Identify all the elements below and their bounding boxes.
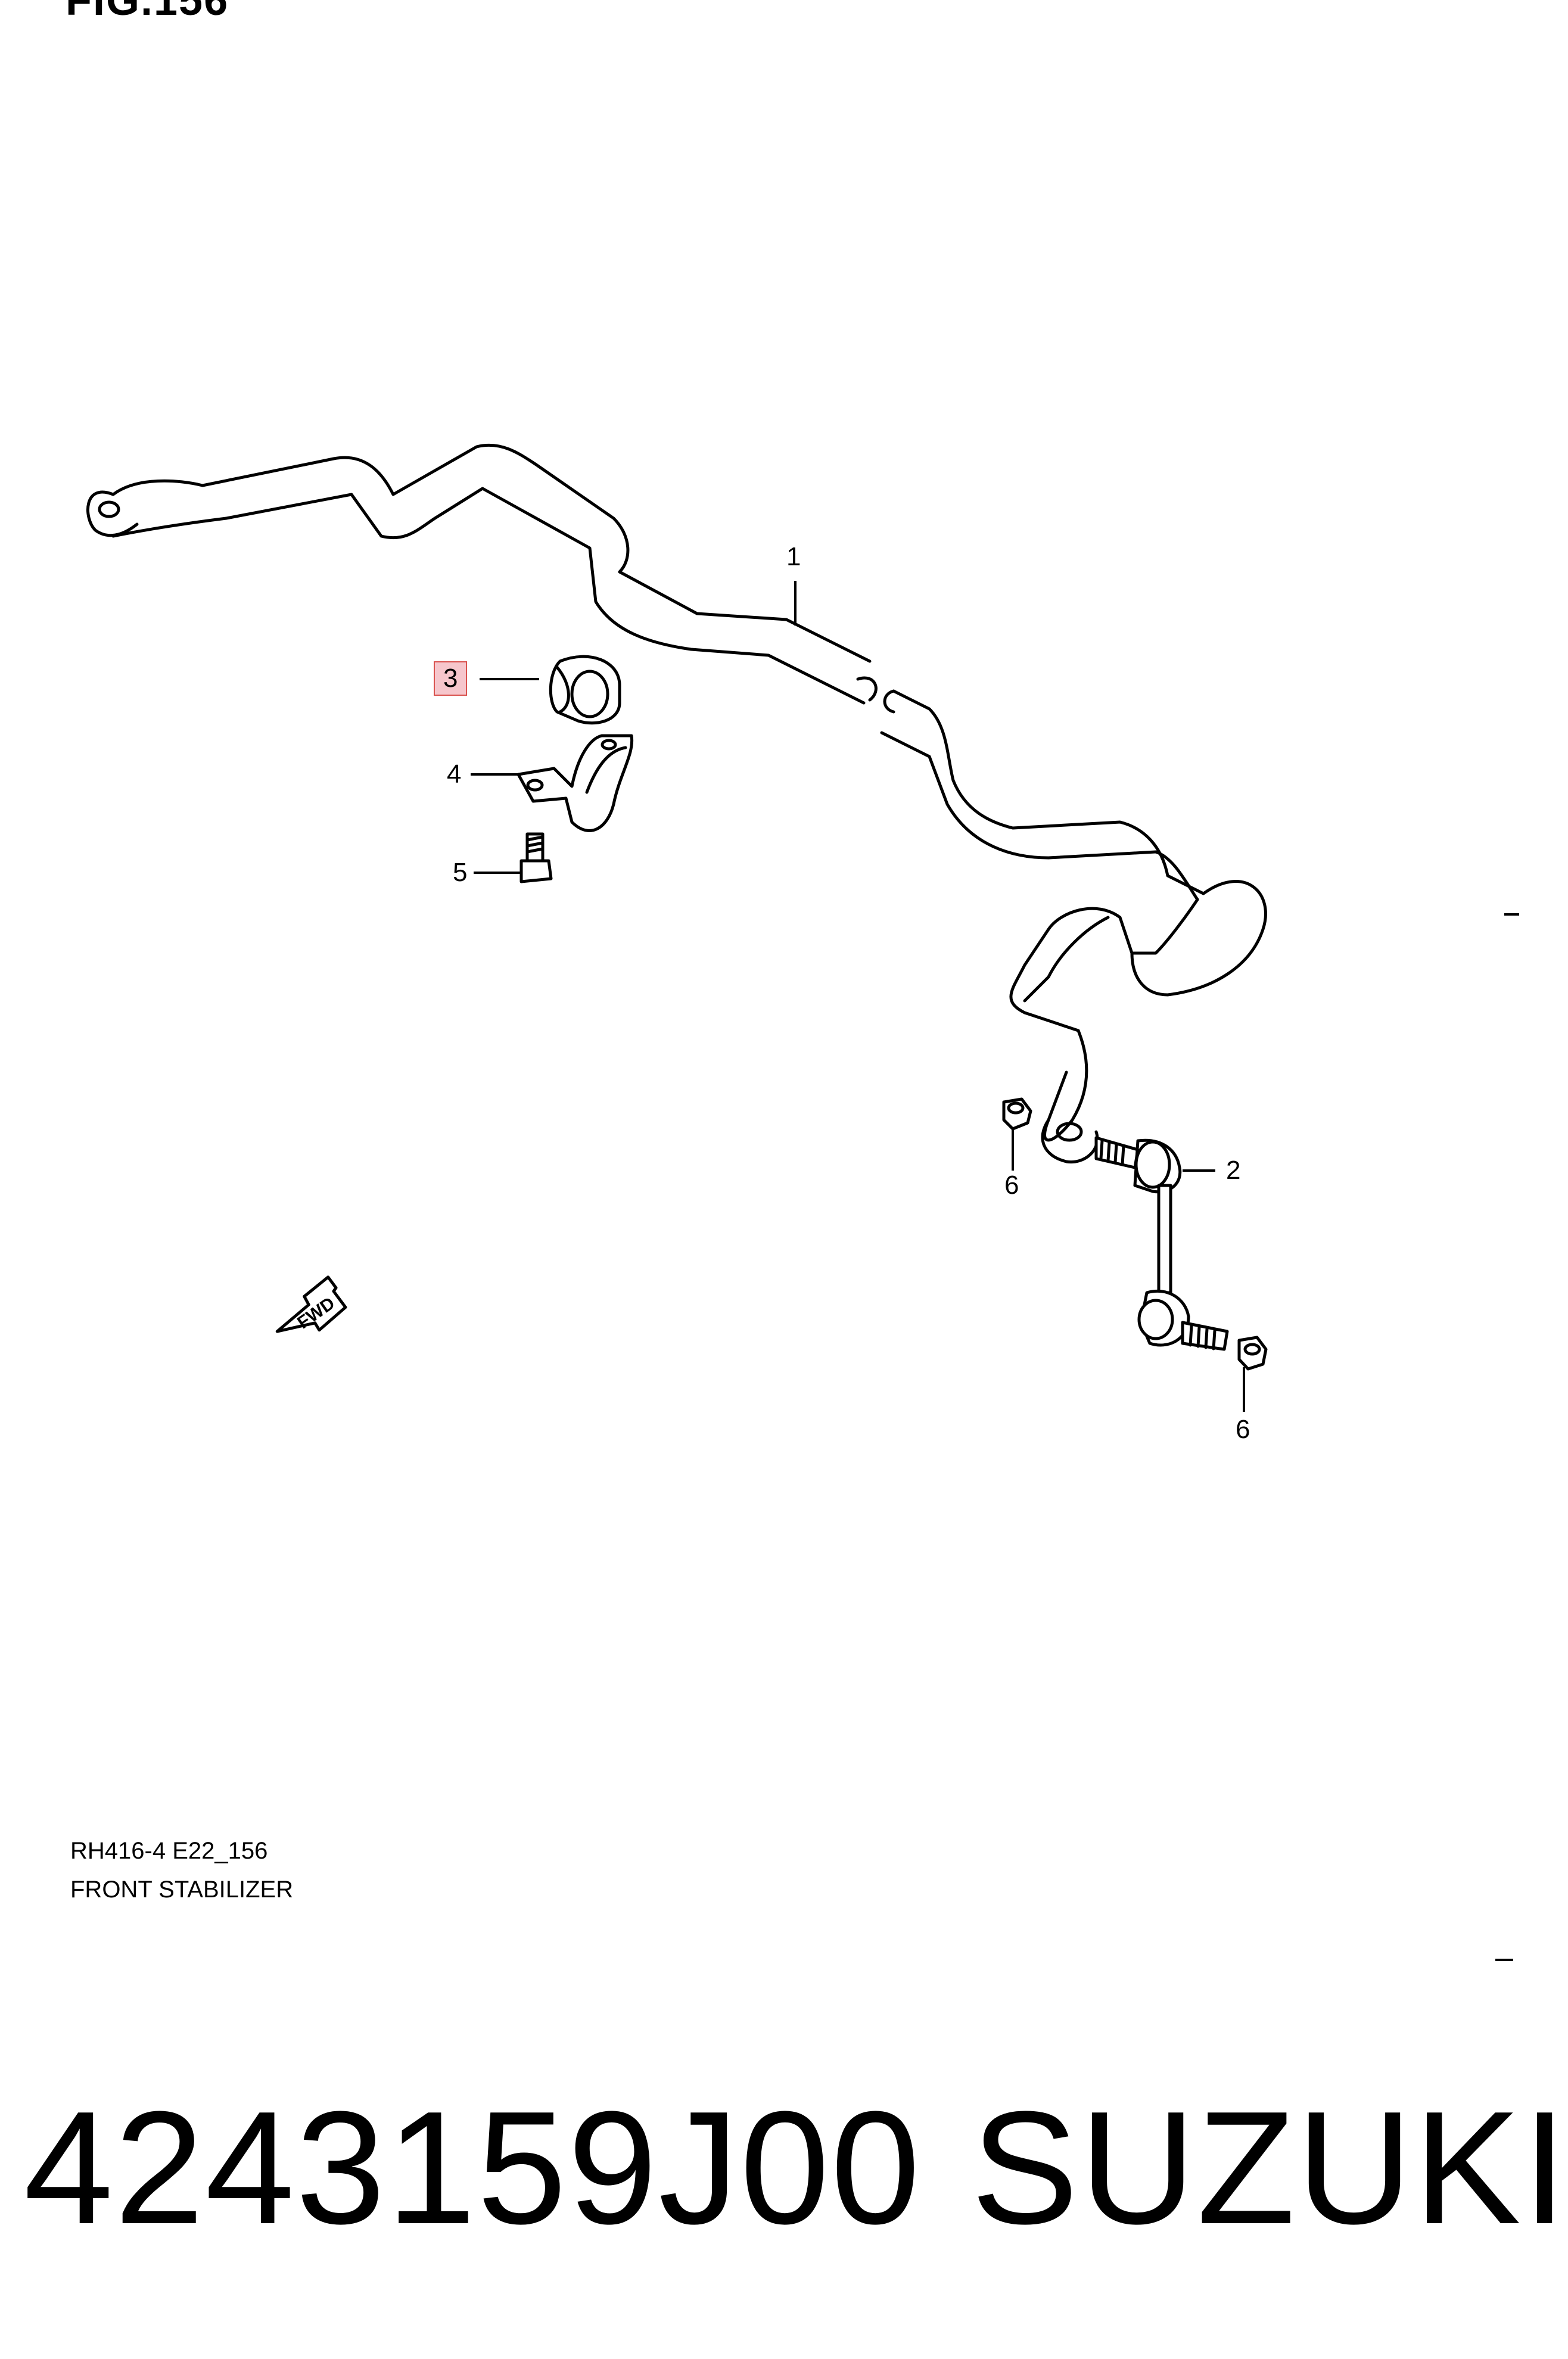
- figure-code: RH416-4 E22_156: [70, 1838, 268, 1864]
- callout-6-upper: 6: [1004, 1171, 1019, 1200]
- callout-3-highlighted: 3: [434, 661, 468, 696]
- bolt-part: [519, 832, 553, 883]
- forward-arrow-icon: FWD: [275, 1275, 347, 1333]
- callout-1: 1: [786, 542, 801, 571]
- callout-5: 5: [453, 858, 468, 887]
- nut-upper: [1002, 1097, 1032, 1131]
- part-number: 4243159J00: [24, 2078, 922, 2258]
- callout-2: 2: [1226, 1156, 1241, 1185]
- figure-title: FIG.156: [66, 0, 229, 24]
- stabilizer-bar: [86, 443, 1267, 1164]
- exploded-parts-drawing: FWD: [86, 443, 1519, 1961]
- nut-lower: [1237, 1336, 1268, 1371]
- figure-name: FRONT STABILIZER: [70, 1876, 294, 1903]
- diagram-sheet: FIG.156: [66, 0, 1519, 1961]
- brand-name: SUZUKI: [971, 2078, 1568, 2258]
- bushing-part: [549, 655, 621, 725]
- bracket-part: [517, 734, 634, 832]
- callout-6-lower: 6: [1236, 1415, 1250, 1444]
- callout-4: 4: [447, 760, 462, 789]
- leader-lines: [471, 581, 1245, 1412]
- stabilizer-link: [1094, 1136, 1229, 1351]
